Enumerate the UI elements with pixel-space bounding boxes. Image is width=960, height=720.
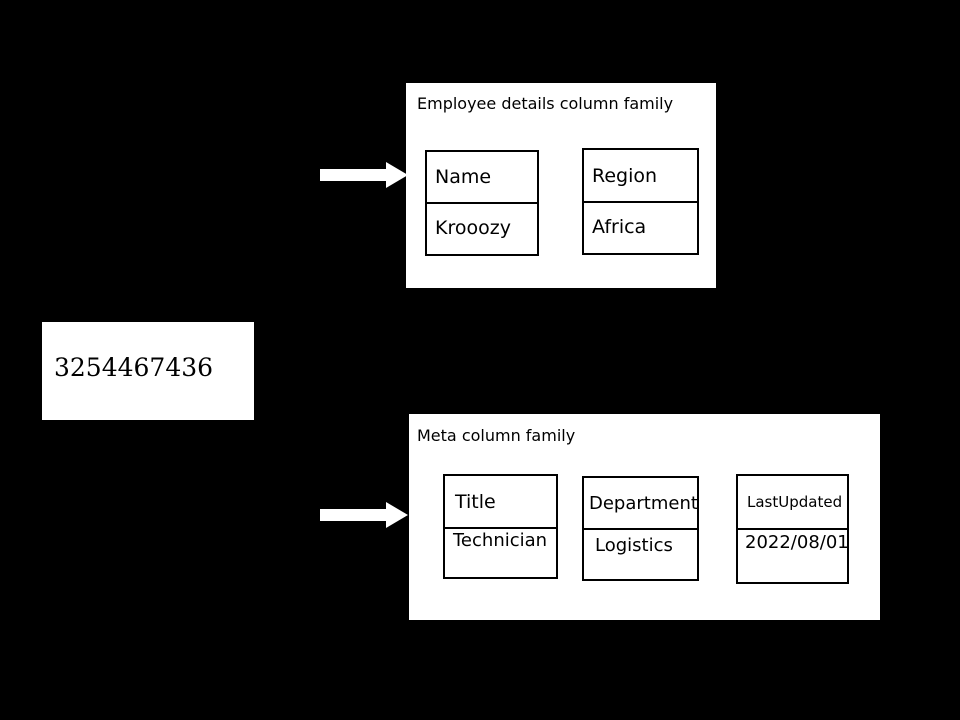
cell-title-key: Title	[445, 476, 556, 529]
cell-lastupdated: LastUpdated 2022/08/01	[736, 474, 849, 584]
cell-department: Department Logistics	[582, 476, 699, 581]
column-family-title: Employee details column family	[417, 94, 674, 113]
cell-title-value: Technician	[453, 530, 548, 551]
arrow-to-employee-details-icon	[320, 160, 408, 190]
cell-name: Name Krooozy	[425, 150, 539, 256]
cell-region-key: Region	[584, 150, 697, 203]
row-key-box: 3254467436	[42, 322, 254, 420]
cell-department-value: Logistics	[595, 535, 673, 556]
cell-region: Region Africa	[582, 148, 699, 255]
cell-title: Title Technician	[443, 474, 558, 579]
arrow-to-meta-icon	[320, 500, 408, 530]
cell-lastupdated-value: 2022/08/01	[745, 532, 847, 553]
cell-name-value: Krooozy	[435, 217, 511, 239]
cell-lastupdated-key: LastUpdated	[738, 476, 847, 530]
column-family-employee-details: Employee details column family Name Kroo…	[406, 83, 716, 288]
cell-region-value: Africa	[592, 216, 647, 238]
row-key-label: 3254467436	[54, 353, 214, 382]
column-family-title: Meta column family	[417, 426, 576, 445]
column-family-meta: Meta column family Title Technician Depa…	[409, 414, 880, 620]
cell-name-key: Name	[427, 152, 537, 204]
cell-department-key: Department	[584, 478, 697, 530]
